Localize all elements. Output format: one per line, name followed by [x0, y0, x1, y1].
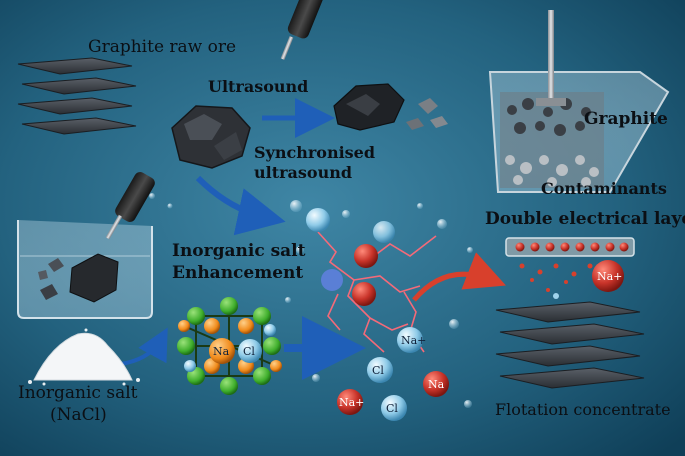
concentrate-layers-icon	[495, 301, 645, 389]
beaker-icon	[17, 220, 153, 319]
label-ultrasound: Ultrasound	[208, 77, 309, 96]
lattice-label-cl: Cl	[243, 345, 255, 358]
ion-label-na-plus-mid: Na+	[401, 334, 426, 347]
ultrasonic-probe-icon	[280, 0, 325, 60]
label-synchronised-1: Synchronised	[254, 143, 376, 162]
beaker-probe-icon	[105, 172, 155, 240]
graphite-ore-icon	[171, 105, 251, 169]
bubbles	[149, 193, 473, 408]
synchronised-arrow	[195, 175, 286, 236]
label-raw-ore: Graphite raw ore	[88, 37, 237, 57]
crushed-ore-icon	[333, 83, 448, 131]
label-double-layer: Double electrical layer	[485, 209, 685, 229]
label-salt-1: Inorganic salt	[18, 383, 138, 403]
graphite-layers-icon	[17, 57, 137, 135]
label-concentrate: Flotation concentrate	[495, 400, 671, 419]
flotation-cell-icon	[488, 10, 670, 193]
ion-label-na-plus-right: Na+	[597, 270, 622, 283]
label-contaminants: Contaminants	[541, 179, 667, 198]
attachment-arrow	[412, 252, 506, 302]
label-salt-2: (NaCl)	[50, 405, 107, 425]
ion-label-cl-lower: Cl	[386, 402, 398, 415]
ion-cluster: Na+ Cl Na Na+ Cl	[306, 208, 449, 421]
salt-arrow	[119, 327, 168, 366]
label-synchronised-2: ultrasound	[254, 163, 353, 182]
lattice-label-na: Na	[213, 345, 230, 358]
ion-label-na-right: Na	[428, 378, 445, 391]
ion-label-cl-mid: Cl	[372, 364, 384, 377]
salt-pile-icon	[28, 328, 140, 386]
ion-label-na-plus-left: Na+	[339, 396, 364, 409]
label-salt-enhancement-2: Enhancement	[172, 263, 304, 283]
label-salt-enhancement-1: Inorganic salt	[172, 241, 306, 261]
electrode-plate-icon	[505, 237, 635, 299]
label-graphite: Graphite	[584, 109, 668, 129]
sodium-ion-attached: Na+	[592, 260, 624, 292]
nacl-lattice-icon: Na Cl	[177, 297, 282, 395]
